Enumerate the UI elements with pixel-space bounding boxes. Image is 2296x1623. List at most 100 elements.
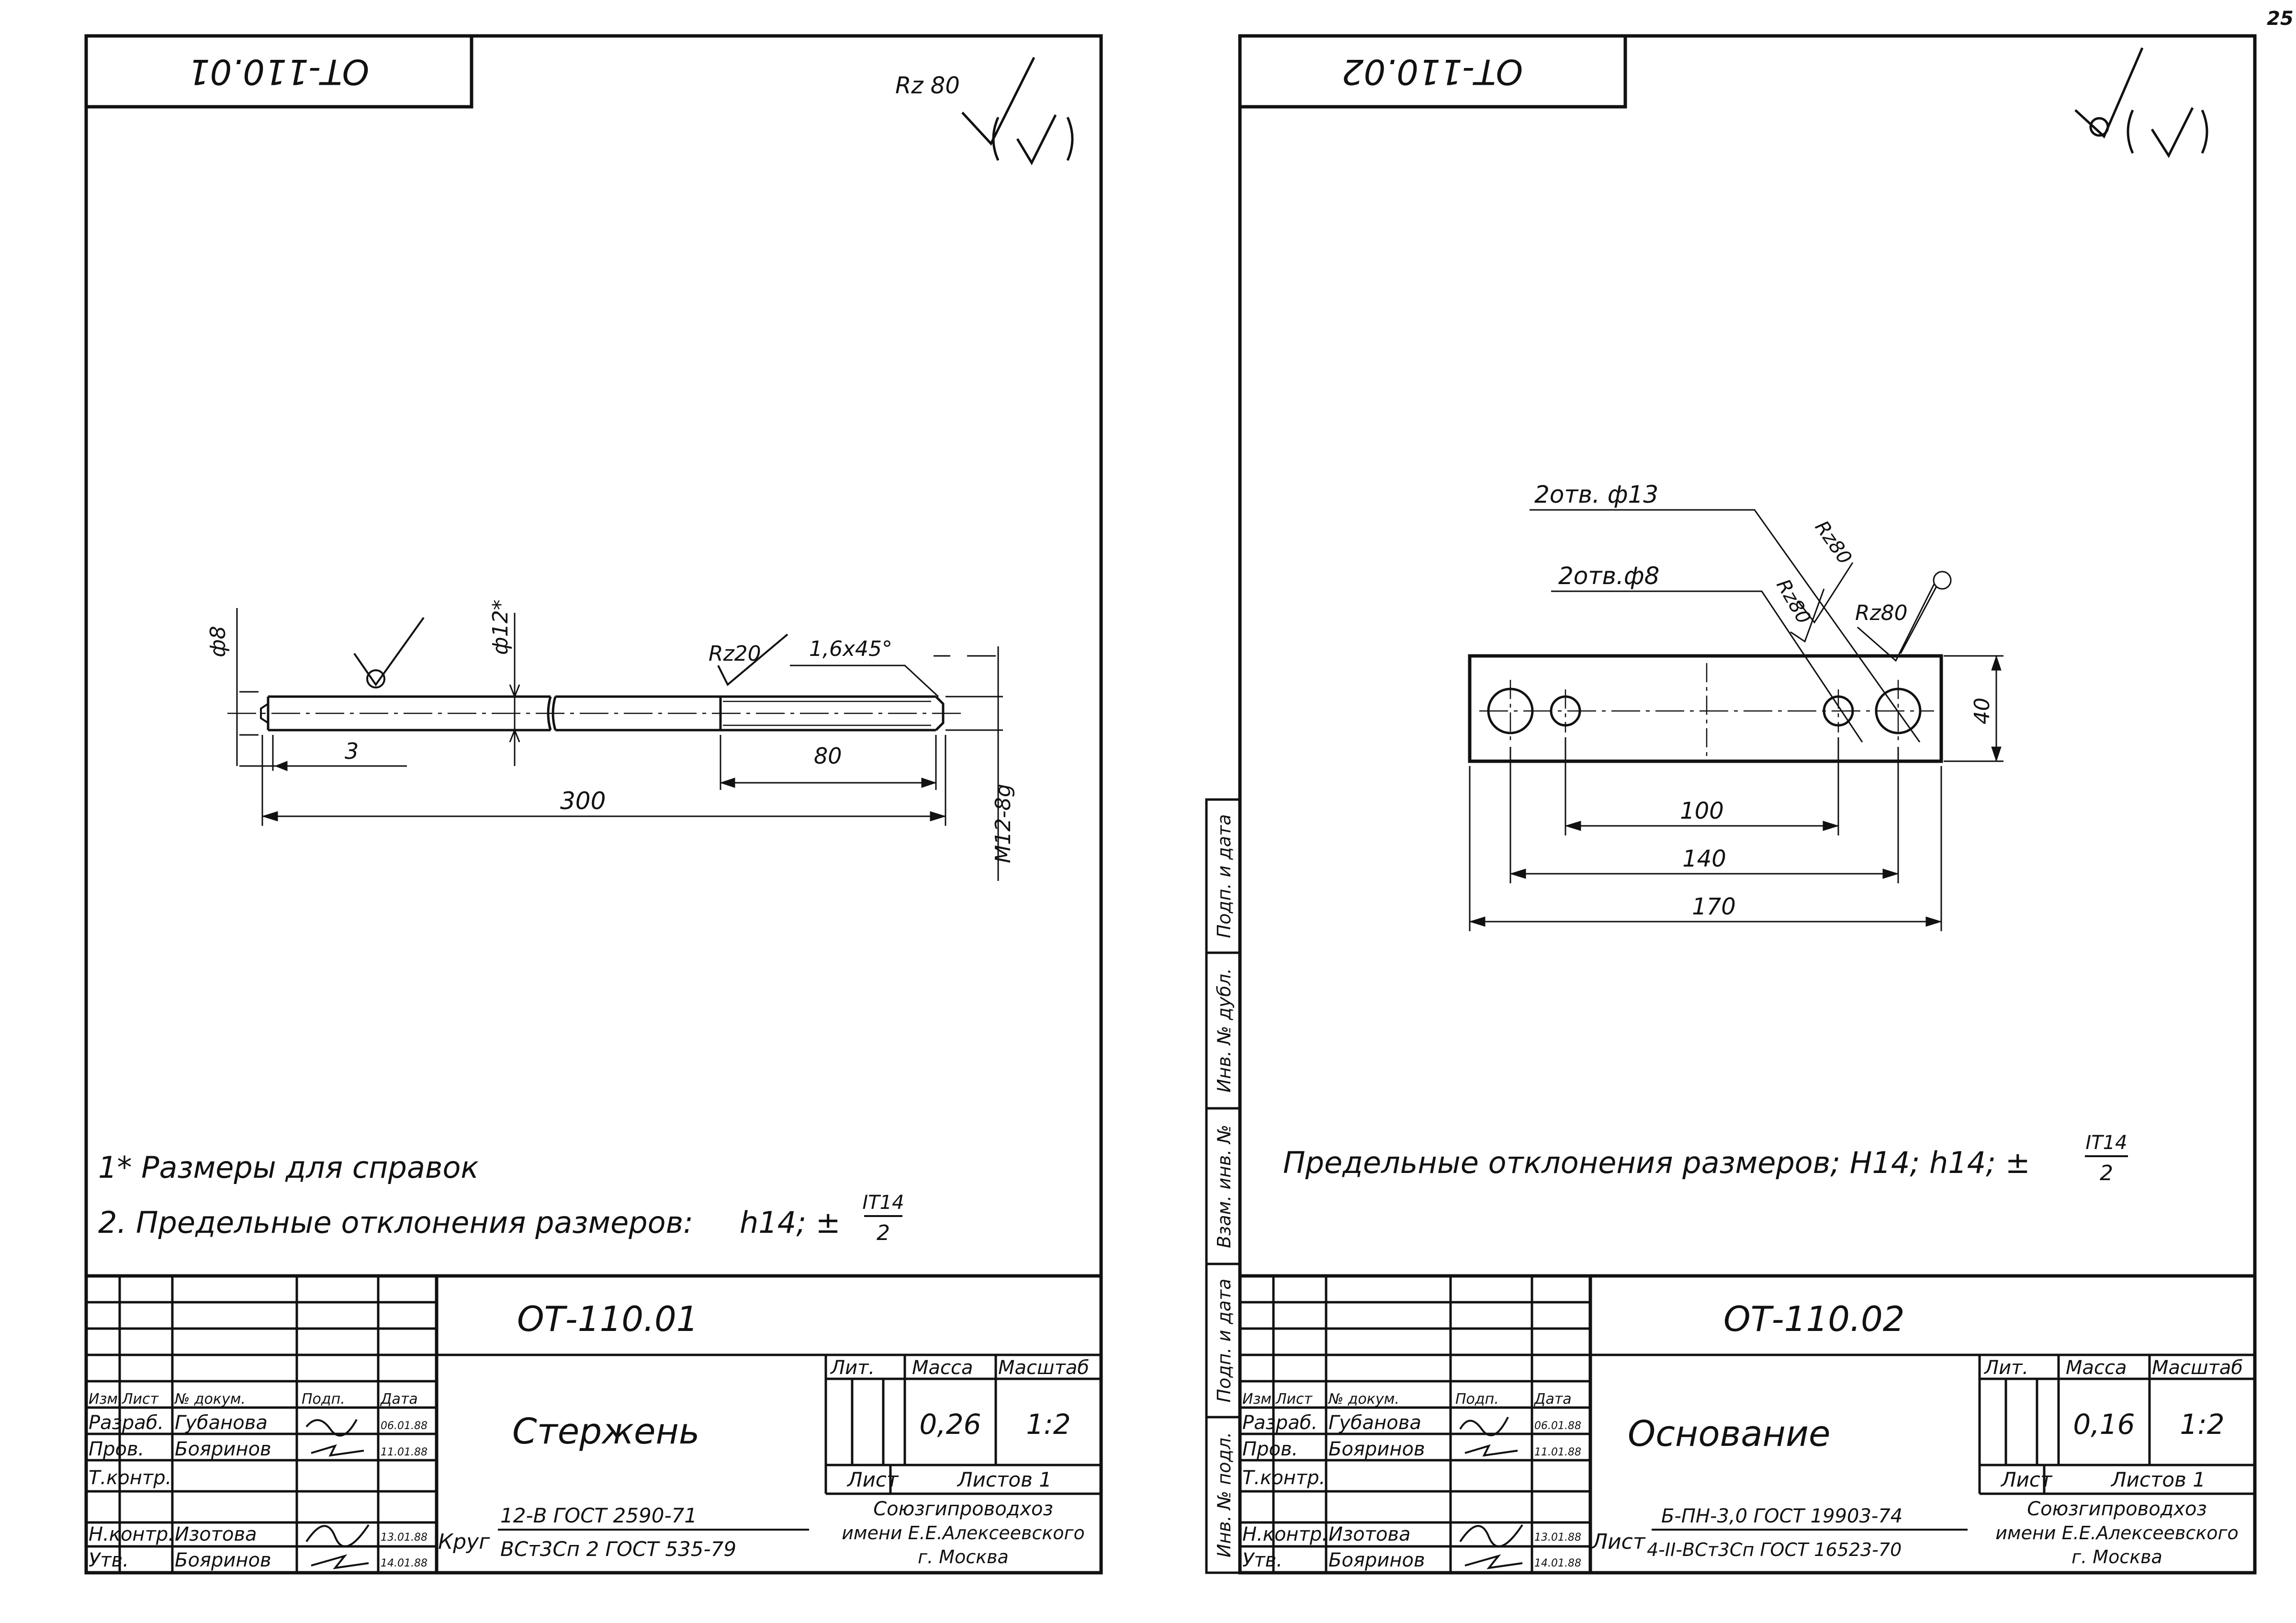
left-lit-label: Лит. (830, 1357, 875, 1379)
right-signature-2 (1464, 1444, 1518, 1457)
right-material-1: Б-ПН-3,0 ГОСТ 19903-74 (1661, 1505, 1902, 1527)
side-strip-0: Подп. и дата (1214, 814, 1235, 938)
rod-dim-80: 80 (814, 743, 842, 769)
left-surface-finish-label: Rz 80 (895, 72, 960, 99)
left-row-name-4: Бояринов (175, 1549, 271, 1571)
left-note-tol: h14; ± (740, 1205, 841, 1240)
left-row-name-3: Изотова (175, 1523, 257, 1545)
right-title-block (1240, 1274, 2255, 1573)
plate-dim-100: 100 (1680, 798, 1724, 824)
left-scale: 1:2 (1026, 1408, 1070, 1441)
left-row-name-0: Губанова (175, 1412, 268, 1434)
right-org-2: имени Е.Е.Алексеевского (1995, 1522, 2239, 1544)
right-row-date-3: 13.01.88 (1534, 1532, 1581, 1544)
right-row-role-2: Т.контр. (1242, 1467, 1325, 1489)
left-row-role-4: Утв. (89, 1549, 129, 1571)
right-sheets-label: Листов 1 (2110, 1468, 2206, 1491)
left-org-1: Союзгипроводхоз (873, 1498, 1053, 1520)
side-strip-2: Взам. инв. № (1214, 1125, 1235, 1248)
right-material-2: 4-II-ВСт3Сп ГОСТ 16523-70 (1647, 1539, 1902, 1560)
side-strip-1: Инв. № дубл. (1214, 968, 1235, 1093)
right-lit-label: Лит. (1983, 1357, 2028, 1379)
right-designation: ОТ-110.02 (1723, 1299, 1905, 1339)
left-row-date-3: 13.01.88 (381, 1532, 428, 1544)
right-note-1: Предельные отклонения размеров; H14; h14… (1283, 1145, 2030, 1180)
left-signature-2 (311, 1444, 364, 1457)
left-col-izm: Изм (89, 1391, 118, 1408)
right-row-name-1: Бояринов (1328, 1438, 1425, 1460)
left-frame (84, 34, 1103, 1575)
left-scale-label: Масштаб (998, 1357, 1089, 1379)
left-col-list: Лист (122, 1391, 159, 1408)
right-sheet (1205, 34, 2257, 1575)
left-material-prefix: Круг (438, 1530, 490, 1554)
right-corner-stamp: ОТ-110.02 (1342, 52, 1523, 92)
right-row-role-0: Разраб. (1242, 1412, 1317, 1434)
left-col-date: Дата (380, 1391, 418, 1408)
right-sheet-label: Лист (2000, 1468, 2053, 1491)
right-col-list: Лист (1275, 1391, 1313, 1408)
left-col-doc: № докум. (174, 1391, 246, 1408)
left-tb-text: ОТ-110.01 Стержень Изм Лист № докум. Под… (89, 1299, 1089, 1571)
left-signature-3 (305, 1524, 370, 1547)
plate-dim-140: 140 (1682, 845, 1726, 872)
left-part-name: Стержень (512, 1411, 699, 1452)
left-sheet-label: Лист (846, 1468, 899, 1491)
left-row-role-0: Разраб. (89, 1412, 164, 1434)
right-note-frac-num: IT14 (2085, 1132, 2127, 1154)
right-scale: 1:2 (2180, 1408, 2224, 1441)
right-row-name-4: Бояринов (1328, 1549, 1425, 1571)
left-designation: ОТ-110.01 (517, 1299, 698, 1339)
right-signature-1 (1459, 1417, 1509, 1436)
left-mass: 0,26 (919, 1408, 981, 1441)
right-material-prefix: Лист (1591, 1530, 1646, 1554)
left-org-2: имени Е.Е.Алексеевского (842, 1522, 1085, 1544)
left-row-role-1: Пров. (89, 1438, 144, 1460)
left-sheets-label: Листов 1 (957, 1468, 1052, 1491)
right-row-name-0: Губанова (1328, 1412, 1421, 1434)
right-part-name: Основание (1628, 1413, 1831, 1454)
left-row-date-0: 06.01.88 (381, 1420, 428, 1432)
left-note-2: 2. Предельные отклонения размеров: (98, 1205, 693, 1240)
plate-drawing (1468, 509, 2003, 931)
right-col-sign: Подп. (1455, 1391, 1499, 1408)
right-row-date-1: 11.01.88 (1534, 1446, 1581, 1458)
right-row-name-3: Изотова (1328, 1523, 1411, 1545)
right-row-date-0: 06.01.88 (1534, 1420, 1581, 1432)
right-org-1: Союзгипроводхоз (2027, 1498, 2207, 1520)
left-note-frac-den: 2 (877, 1221, 890, 1245)
plate-rz80-a: Rz80 (1811, 517, 1856, 568)
right-row-role-3: Н.контр. (1242, 1523, 1328, 1545)
left-material-2: ВСт3Сп 2 ГОСТ 535-79 (500, 1537, 736, 1561)
left-note-frac-num: IT14 (862, 1192, 904, 1214)
left-row-name-1: Бояринов (175, 1438, 271, 1460)
right-tb-text: ОТ-110.02 Основание Изм Лист № докум. По… (1242, 1299, 2243, 1571)
right-scale-label: Масштаб (2152, 1357, 2243, 1379)
left-note-1: 1* Размеры для справок (98, 1150, 479, 1185)
side-strip-4: Инв. № подл. (1214, 1432, 1235, 1557)
rod-chamfer: 1,6х45° (809, 637, 892, 661)
left-row-role-3: Н.контр. (89, 1523, 174, 1545)
left-org-3: г. Москва (918, 1546, 1009, 1567)
left-col-sign: Подп. (302, 1391, 345, 1408)
rod-dia-12: ф12* (488, 599, 513, 655)
right-mass: 0,16 (2073, 1408, 2135, 1441)
side-strip-3: Подп. и дата (1214, 1279, 1235, 1403)
right-signature-4 (1464, 1554, 1523, 1569)
right-row-role-4: Утв. (1242, 1549, 1283, 1571)
right-org-3: г. Москва (2071, 1546, 2162, 1567)
left-row-date-4: 14.01.88 (381, 1557, 428, 1569)
right-col-izm: Изм (1242, 1391, 1272, 1408)
rod-drawing (227, 608, 1003, 881)
left-mass-label: Масса (912, 1357, 973, 1379)
left-title-block (86, 1274, 1101, 1573)
left-surface-finish-symbol (961, 56, 1074, 166)
left-row-role-2: Т.контр. (89, 1467, 171, 1489)
left-corner-stamp: ОТ-110.01 (188, 52, 370, 92)
rod-dim-300: 300 (560, 787, 606, 815)
right-note-frac-den: 2 (2100, 1161, 2113, 1185)
right-signature-3 (1459, 1524, 1523, 1547)
right-col-doc: № докум. (1328, 1391, 1399, 1408)
right-surface-finish-symbol (2074, 47, 2208, 158)
